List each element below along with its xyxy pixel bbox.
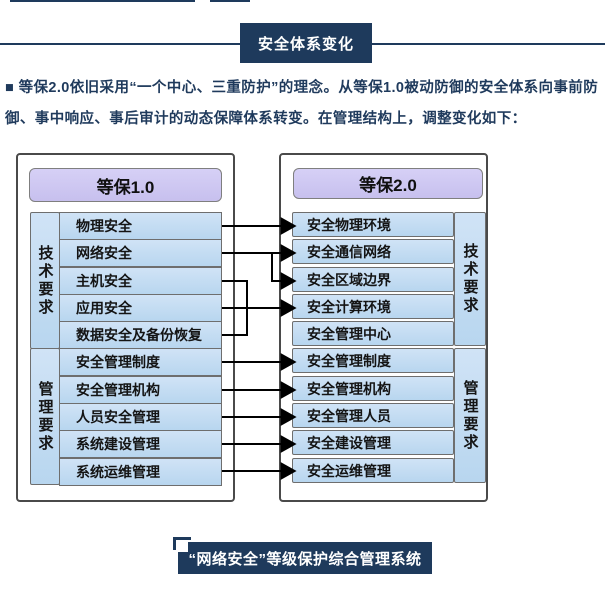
footer-corner-mark — [173, 537, 176, 550]
table-row-left: 应用安全 — [59, 294, 222, 322]
table-row-left: 安全管理机构 — [59, 376, 222, 404]
table-row-right: 安全管理中心 — [292, 321, 454, 346]
table-row-right: 安全运维管理 — [292, 458, 454, 483]
table-row-right: 安全区域边界 — [292, 267, 454, 292]
right-mgmt-label-cell: 管理要求 — [454, 348, 486, 483]
table-row-left: 主机安全 — [59, 267, 222, 295]
left-mgmt-label: 管理要求 — [36, 380, 54, 453]
table-row-left: 物理安全 — [59, 212, 222, 240]
top-border-segment-right — [210, 0, 250, 2]
dengbao-1-title: 等保1.0 — [96, 177, 155, 197]
right-tech-label-cell: 技术要求 — [454, 212, 486, 346]
footer-corner-mark — [173, 537, 191, 540]
right-mgmt-label: 管理要求 — [461, 379, 479, 452]
dengbao-2-title: 等保2.0 — [359, 176, 417, 195]
top-border-segment-left — [10, 0, 195, 2]
table-row-left: 安全管理制度 — [59, 348, 222, 376]
table-row-left: 系统运维管理 — [59, 458, 222, 486]
footer-corner-notch — [178, 542, 188, 552]
table-row-right: 安全管理人员 — [292, 403, 454, 428]
left-tech-label: 技术要求 — [36, 244, 54, 317]
table-row-right: 安全物理环境 — [292, 212, 454, 237]
table-row-right: 安全管理机构 — [292, 376, 454, 401]
footer-system-badge: “网络安全”等级保护综合管理系统 — [178, 542, 432, 574]
table-row-left: 人员安全管理 — [59, 403, 222, 431]
intro-paragraph: ■ 等保2.0依旧采用“一个中心、三重防护”的理念。从等保1.0被动防御的安全体… — [5, 73, 602, 135]
section-title: 安全体系变化 — [257, 35, 354, 53]
right-tech-label: 技术要求 — [461, 243, 479, 315]
table-row-left: 系统建设管理 — [59, 430, 222, 458]
table-row-right: 安全通信网络 — [292, 239, 454, 264]
section-title-badge: 安全体系变化 — [240, 23, 372, 63]
dengbao-1-header: 等保1.0 — [29, 168, 222, 202]
table-row-left: 数据安全及备份恢复 — [59, 321, 222, 349]
table-row-right: 安全建设管理 — [292, 430, 454, 455]
table-row-right: 安全管理制度 — [292, 348, 454, 373]
intro-line-2: 御、事中响应、事后审计的动态保障体系转变。在管理结构上，调整变化如下： — [5, 111, 527, 127]
table-row-left: 网络安全 — [59, 239, 222, 267]
left-tech-label-cell: 技术要求 — [30, 212, 60, 349]
intro-line-1: ■ 等保2.0依旧采用“一个中心、三重防护”的理念。从等保1.0被动防御的安全体… — [5, 80, 599, 96]
left-mgmt-label-cell: 管理要求 — [30, 348, 60, 485]
dengbao-2-header: 等保2.0 — [293, 168, 483, 199]
footer-system-label: “网络安全”等级保护综合管理系统 — [188, 550, 422, 568]
table-row-right: 安全计算环境 — [292, 294, 454, 319]
